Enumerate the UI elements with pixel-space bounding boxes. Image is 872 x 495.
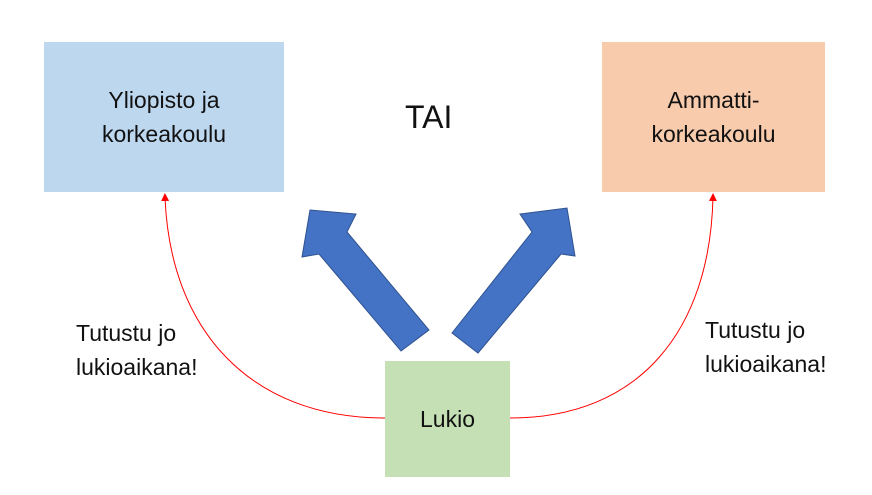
or-label: TAI: [405, 99, 453, 135]
block-arrow-left: [301, 209, 430, 352]
university-line2: korkeakoulu: [101, 121, 227, 147]
university-line1: Yliopisto ja: [108, 87, 220, 113]
note-left-line1: Tutustu jo: [76, 320, 177, 346]
uas-line2: korkeakoulu: [651, 121, 776, 147]
curve-arrow-left: [161, 193, 386, 419]
block-arrow-right: [451, 207, 576, 354]
note-left-line2: lukioaikana!: [76, 354, 198, 380]
note-right-line1: Tutustu jo: [705, 317, 806, 343]
curve-arrow-right: [509, 193, 717, 419]
note-left: Tutustu jo lukioaikana!: [76, 316, 197, 384]
uas-line1: Ammatti-: [667, 87, 760, 113]
lukio-label: Lukio: [420, 406, 475, 432]
uas-box: Ammatti-korkeakoulu: [602, 42, 825, 192]
lukio-box: Lukio: [385, 361, 510, 477]
note-right-line2: lukioaikana!: [705, 351, 827, 377]
note-right: Tutustu jo lukioaikana!: [705, 313, 826, 381]
university-box: Yliopisto ja korkeakoulu: [44, 42, 284, 192]
